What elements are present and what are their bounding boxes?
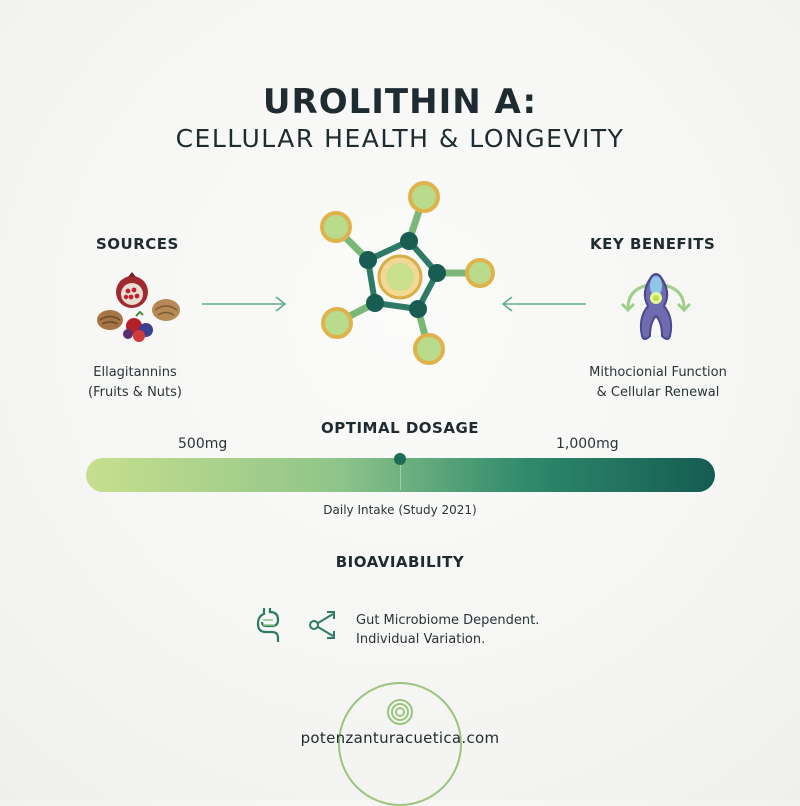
benefits-caption-line1: Mithocionial Function	[589, 365, 727, 380]
gut-icon	[256, 608, 280, 642]
footer-website[interactable]: potenzanturacuetica.com	[300, 729, 500, 747]
molecule-icon	[320, 181, 495, 365]
bioavailability-text: Gut Microbiome Dependent. Individual Var…	[356, 611, 539, 649]
dosage-min-label: 500mg	[178, 436, 228, 452]
sources-caption: Ellagitannins (Fruits & Nuts)	[70, 363, 200, 403]
sources-heading: SOURCES	[96, 235, 179, 253]
page-title: UROLITHIN A:	[262, 82, 538, 122]
dosage-midpoint-divider	[400, 462, 401, 490]
mitochondria-icon	[620, 273, 692, 340]
dosage-midpoint-marker	[394, 453, 406, 465]
spiral-logo-icon	[387, 699, 413, 725]
bioavailability-line1: Gut Microbiome Dependent.	[356, 613, 540, 628]
benefits-caption: Mithocionial Function & Cellular Renewal	[578, 363, 738, 403]
page-subtitle: CELLULAR HEALTH & LONGEVITY	[175, 124, 625, 153]
fruits-nuts-icon	[97, 272, 180, 342]
share-network-icon	[309, 611, 335, 639]
arrow-left-icon	[501, 296, 586, 312]
dosage-note: Daily Intake (Study 2021)	[323, 503, 477, 517]
dosage-max-label: 1,000mg	[556, 436, 619, 452]
sources-caption-line2: (Fruits & Nuts)	[88, 385, 182, 400]
arrow-right-icon	[202, 296, 287, 312]
dosage-heading: OPTIMAL DOSAGE	[320, 419, 480, 437]
bioavailability-line2: Individual Variation.	[356, 632, 486, 647]
benefits-heading: KEY BENEFITS	[590, 235, 716, 253]
benefits-caption-line2: & Cellular Renewal	[596, 385, 720, 400]
sources-caption-line1: Ellagitannins	[93, 365, 177, 380]
bioavailability-heading: BIOAVIABILITY	[335, 553, 465, 571]
